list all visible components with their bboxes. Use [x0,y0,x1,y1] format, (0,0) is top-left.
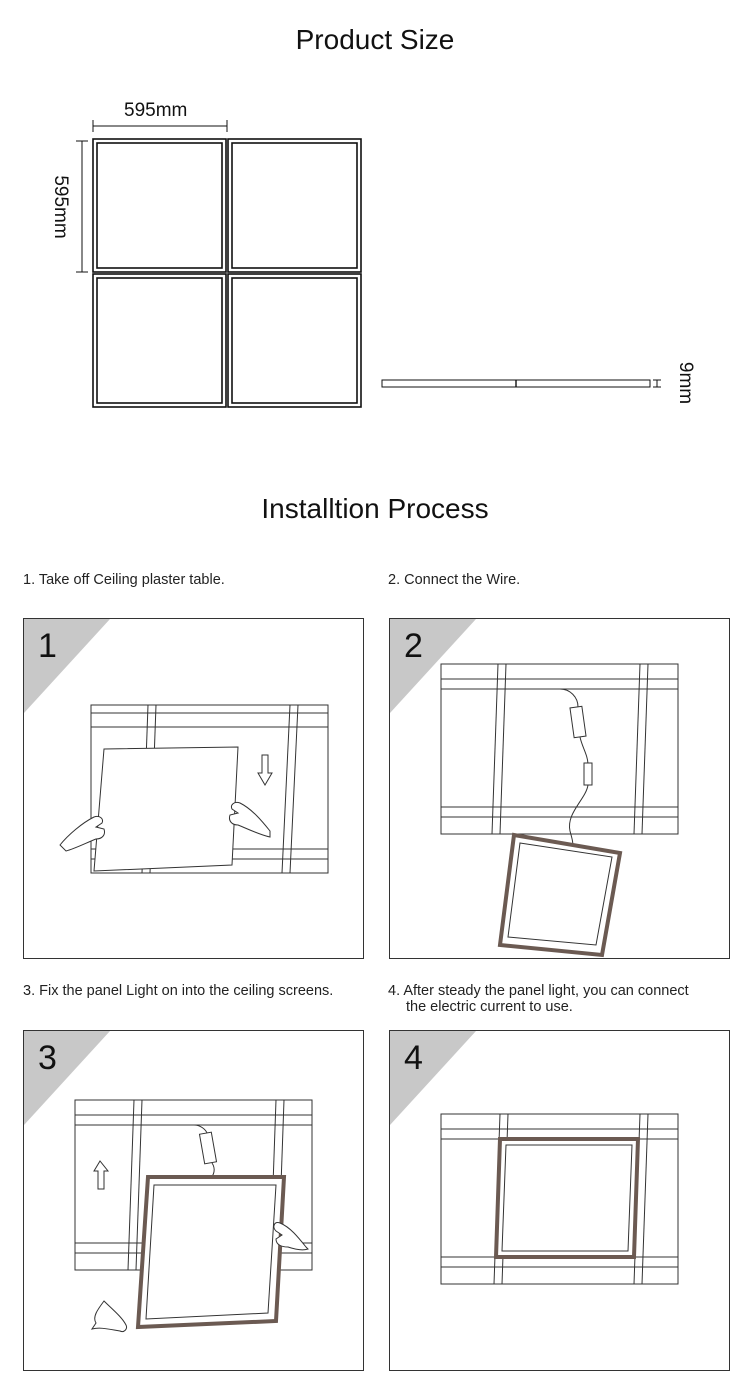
width-label: 595mm [124,100,188,121]
step-3-caption: 3. Fix the panel Light on into the ceili… [23,983,334,999]
thickness-label: 9mm [675,361,696,405]
step-4-drawing [390,1031,679,1285]
height-label: 595mm [50,175,71,239]
step-3-drawing [24,1031,313,1332]
step-1-illustration: 1 [23,618,364,959]
step-4-number: 4 [404,1039,423,1077]
step-4-caption-line1: 4. After steady the panel light, you can… [388,983,689,999]
step-2-number: 2 [404,627,423,665]
step-1-drawing [24,619,329,874]
product-size-title: Product Size [295,24,455,55]
step-4-caption-line2: the electric current to use. [406,999,573,1015]
step-4-illustration: 4 [389,1030,730,1371]
step-1-caption: 1. Take off Ceiling plaster table. [23,572,225,588]
step-3-illustration: 3 [23,1030,364,1371]
step-1-number: 1 [38,627,57,665]
panel-side-profile [381,379,661,388]
step-2-caption: 2. Connect the Wire. [388,572,521,588]
step-4-caption: 4. After steady the panel light, you can… [388,983,738,1015]
step-3-number: 3 [38,1039,57,1077]
step-2-drawing [390,619,679,958]
step-2-illustration: 2 [389,618,730,959]
installation-title: Installtion Process [261,493,489,524]
width-dimension-line [92,120,228,132]
panel-grid-top-view [92,138,362,408]
height-dimension-line [76,140,88,273]
